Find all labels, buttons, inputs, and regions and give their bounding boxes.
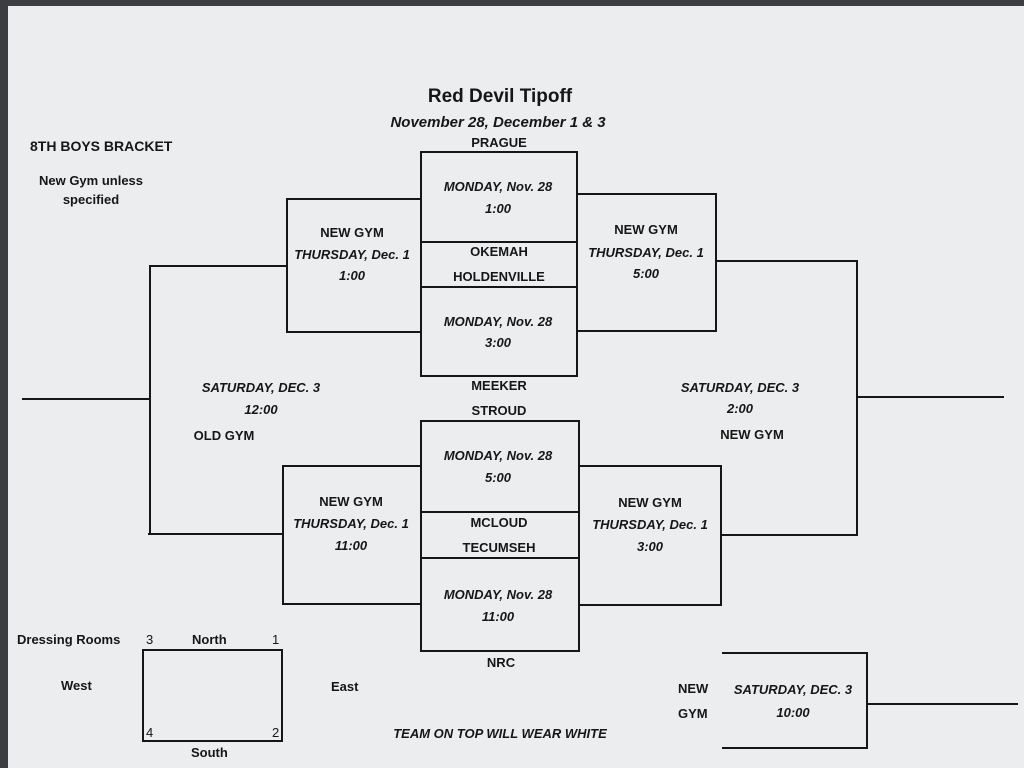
- gym-note-line1: New Gym unless: [38, 173, 144, 188]
- game-day: THURSDAY, Dec. 1: [588, 245, 704, 260]
- game-day: THURSDAY, Dec. 1: [294, 247, 410, 262]
- bracket-line: [720, 534, 858, 536]
- game-gym: NEW GYM: [319, 494, 383, 509]
- game-day: MONDAY, Nov. 28: [443, 179, 553, 194]
- game-box-monday-3: [420, 420, 580, 513]
- game-gym: GYM: [678, 706, 708, 721]
- game-time: 3:00: [484, 335, 512, 350]
- bracket-line: [22, 398, 150, 400]
- game-gym: NEW: [678, 681, 709, 696]
- game-day: MONDAY, Nov. 28: [443, 448, 553, 463]
- game-gym: NEW GYM: [618, 495, 682, 510]
- game-time: 5:00: [632, 266, 660, 281]
- team-label: OKEMAH: [470, 244, 528, 259]
- game-day: THURSDAY, Dec. 1: [293, 516, 409, 531]
- game-time: 10:00: [776, 705, 810, 720]
- game-gym: NEW GYM: [720, 427, 784, 442]
- bracket-line: [858, 396, 1004, 398]
- bracket-line: [149, 265, 151, 534]
- bracket-line: [866, 652, 868, 749]
- game-time: 12:00: [244, 402, 278, 417]
- room-number: 4: [146, 725, 154, 740]
- dressing-rooms-label: Dressing Rooms: [17, 632, 121, 647]
- bracket-line: [148, 533, 284, 535]
- game-day: THURSDAY, Dec. 1: [592, 517, 708, 532]
- bracket-line: [716, 260, 857, 262]
- game-box-thursday-bottom-left: [282, 465, 422, 605]
- game-box-thursday-top-left: [286, 198, 422, 333]
- direction-east: East: [331, 679, 359, 694]
- page-title: Red Devil Tipoff: [427, 86, 573, 107]
- game-time: 1:00: [338, 268, 366, 283]
- game-gym: NEW GYM: [320, 225, 384, 240]
- team-label: MEEKER: [471, 378, 527, 393]
- game-time: 2:00: [726, 401, 754, 416]
- room-number: 1: [272, 632, 280, 647]
- game-time: 3:00: [636, 539, 664, 554]
- game-box-thursday-top-right: [576, 193, 717, 332]
- game-box-monday-2: [420, 286, 578, 377]
- bracket-line: [866, 703, 1018, 705]
- game-box-thursday-bottom-right: [578, 465, 722, 606]
- team-label: NRC: [486, 655, 516, 670]
- team-label: MCLOUD: [470, 515, 528, 530]
- gym-note-line2: specified: [62, 192, 120, 207]
- game-box-monday-4: [420, 557, 580, 652]
- game-box-monday-1: [420, 151, 578, 243]
- game-time: 11:00: [481, 609, 515, 624]
- bracket-line: [150, 265, 287, 267]
- game-time: 1:00: [484, 201, 512, 216]
- bracket-line: [722, 652, 868, 654]
- game-day: SATURDAY, DEC. 3: [201, 380, 321, 395]
- bracket-line: [722, 747, 868, 749]
- team-label: TECUMSEH: [462, 540, 536, 555]
- bracket-sheet: [8, 6, 1024, 768]
- direction-north: North: [192, 632, 227, 647]
- game-day: SATURDAY, DEC. 3: [680, 380, 800, 395]
- direction-south: South: [191, 745, 228, 760]
- game-day: MONDAY, Nov. 28: [443, 314, 553, 329]
- game-day: MONDAY, Nov. 28: [443, 587, 553, 602]
- team-label: PRAGUE: [471, 135, 527, 150]
- bracket-name: 8TH BOYS BRACKET: [30, 138, 173, 154]
- room-number: 2: [272, 725, 280, 740]
- game-day: SATURDAY, DEC. 3: [733, 682, 853, 697]
- dressing-room-diagram: [142, 649, 283, 742]
- game-gym: NEW GYM: [614, 222, 678, 237]
- team-label: HOLDENVILLE: [453, 269, 545, 284]
- game-time: 5:00: [484, 470, 512, 485]
- footer-note: TEAM ON TOP WILL WEAR WHITE: [393, 726, 607, 741]
- bracket-line: [856, 260, 858, 536]
- game-gym: OLD GYM: [193, 428, 255, 443]
- team-label: STROUD: [471, 403, 527, 418]
- direction-west: West: [61, 678, 92, 693]
- room-number: 3: [146, 632, 154, 647]
- event-dates: November 28, December 1 & 3: [390, 114, 606, 131]
- game-time: 11:00: [334, 538, 368, 553]
